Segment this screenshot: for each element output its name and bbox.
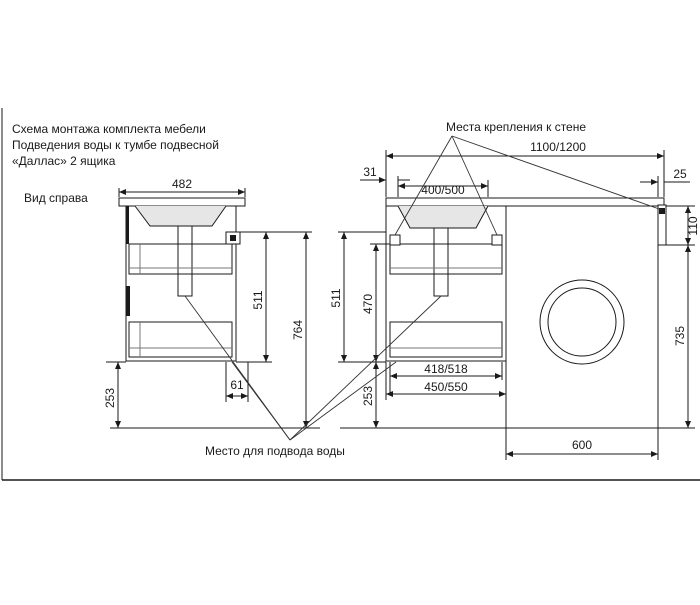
- title-line-1: Схема монтажа комплекта мебели: [12, 122, 206, 136]
- dim-side-253: 253: [103, 388, 117, 408]
- mount-points-label: Места крепления к стене: [446, 120, 586, 134]
- dim-front-110: 110: [686, 216, 700, 235]
- side-top-drawer: [128, 243, 233, 275]
- dim-front-31: 31: [363, 165, 377, 179]
- wall-mount-right: [657, 204, 667, 246]
- dim-front-1100-1200: 1100/1200: [530, 140, 586, 154]
- water-supply-leaders: [184, 295, 442, 441]
- dim-side-511: 511: [251, 290, 265, 309]
- washing-machine-door-inner: [547, 287, 617, 357]
- side-view-drawing: [118, 197, 246, 362]
- side-bottom-drawer: [128, 321, 233, 358]
- front-bracket-right: [491, 234, 503, 246]
- title-line-3: «Даллас» 2 ящика: [12, 154, 116, 168]
- dim-side-61: 61: [230, 378, 244, 392]
- front-bottom-drawer: [389, 321, 503, 358]
- dim-side-width: 482: [172, 177, 192, 191]
- front-siphon: [433, 227, 449, 297]
- side-siphon: [177, 225, 193, 297]
- side-countertop: [118, 197, 246, 207]
- side-basin-bowl: [134, 205, 227, 227]
- dim-front-25: 25: [673, 167, 687, 181]
- water-supply-label: Место для подвода воды: [205, 444, 345, 458]
- dim-front-400-500: 400/500: [421, 183, 465, 197]
- dim-front-735: 735: [673, 326, 687, 346]
- front-top-drawer: [389, 243, 503, 275]
- front-basin-bowl: [397, 205, 489, 229]
- title-line-2: Подведения воды к тумбе подвесной: [12, 138, 219, 152]
- dim-front-253: 253: [361, 386, 375, 406]
- mount-points-leaders: [394, 135, 663, 236]
- dim-side-764: 764: [291, 320, 305, 340]
- dim-front-470: 470: [361, 294, 375, 314]
- front-bracket-left: [389, 234, 401, 246]
- side-view-label: Вид справа: [24, 191, 88, 205]
- front-view-drawing: [385, 197, 667, 429]
- dim-front-600: 600: [572, 438, 592, 452]
- dim-front-418-518: 418/518: [424, 362, 468, 376]
- front-countertop: [385, 197, 665, 207]
- dim-front-511: 511: [329, 288, 343, 307]
- dim-front-450-550: 450/550: [424, 380, 468, 394]
- side-back-panel: [126, 286, 130, 316]
